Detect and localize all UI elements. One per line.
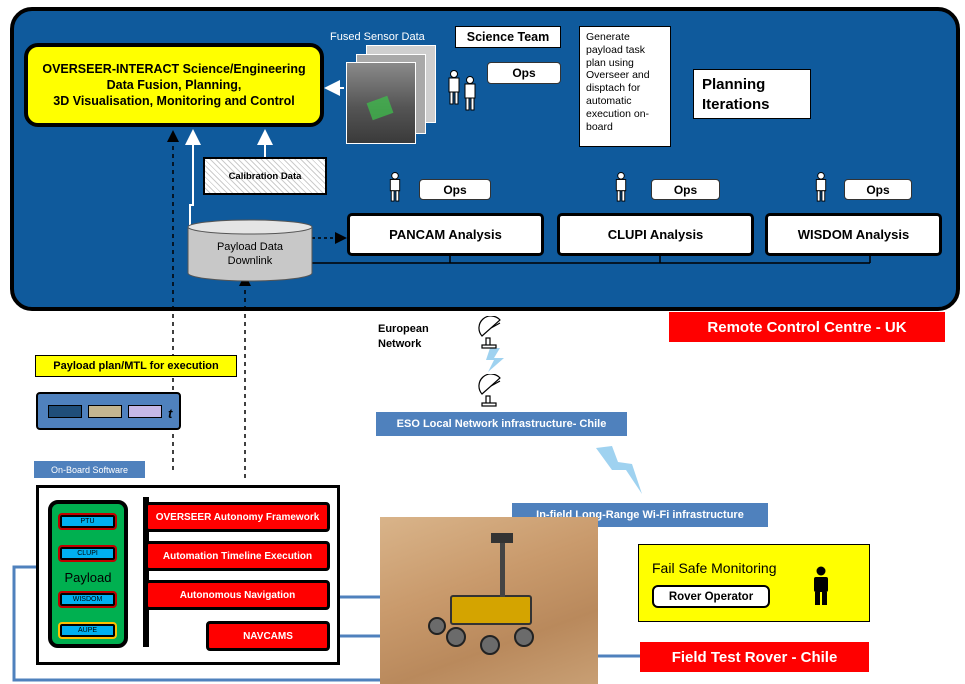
eso-network-box: ESO Local Network infrastructure- Chile: [376, 412, 627, 436]
overseer-line-3: 3D Visualisation, Monitoring and Control: [53, 94, 295, 109]
science-team-box: Science Team: [455, 26, 561, 48]
payload-right-bar: [143, 497, 149, 647]
payload-item-aupe: AUPE: [58, 622, 117, 639]
fail-safe-monitoring-box: [638, 544, 870, 622]
wisdom-analysis-box: WISDOM Analysis: [765, 213, 942, 256]
payload-item-clupi: CLUPI: [58, 545, 117, 562]
overseer-interact-box: OVERSEER-INTERACT Science/Engineering Da…: [24, 43, 324, 127]
clupi-ops-label: Ops: [651, 179, 720, 200]
overseer-line-2: Data Fusion, Planning,: [106, 77, 242, 92]
fused-sensor-label: Fused Sensor Data: [330, 31, 425, 43]
clupi-ops-person-icon: [615, 172, 627, 202]
fail-safe-label: Fail Safe Monitoring: [652, 560, 777, 576]
rover-operator-box: Rover Operator: [652, 585, 770, 608]
payload-label: Payload: [64, 570, 112, 585]
timeline-block-2: [88, 405, 122, 418]
payload-data-downlink-cylinder: [187, 219, 313, 282]
european-satellite-dish-icon: [478, 316, 501, 349]
science-team-person-icon: [448, 70, 476, 111]
european-network-label: European Network: [378, 323, 429, 351]
calibration-data-box: Calibration Data: [203, 157, 327, 195]
pancam-ops-label: Ops: [419, 179, 491, 200]
autonomous-navigation-module: Autonomous Navigation: [145, 580, 330, 610]
clupi-analysis-box: CLUPI Analysis: [557, 213, 754, 256]
onboard-software-label: On-Board Software: [34, 461, 145, 478]
field-test-rover-title: Field Test Rover - Chile: [640, 642, 869, 672]
rover-wheel-3: [514, 627, 534, 647]
rover-wheel-1: [446, 627, 466, 647]
rover-operator-person-icon: [814, 566, 828, 605]
rover-body: [450, 595, 532, 625]
rover-wheel-4: [428, 617, 446, 635]
ops-label-science: Ops: [487, 62, 561, 84]
pancam-ops-person-icon: [389, 172, 401, 202]
rover-camera-head: [491, 533, 513, 543]
timeline-block-1: [48, 405, 82, 418]
overseer-autonomy-module: OVERSEER Autonomy Framework: [145, 502, 330, 532]
remote-control-centre-title: Remote Control Centre - UK: [669, 312, 945, 342]
timeline-block-3: [128, 405, 162, 418]
overseer-line-1: OVERSEER-INTERACT Science/Engineering: [42, 61, 306, 76]
payload-plan-label: Payload plan/MTL for execution: [35, 355, 237, 377]
rover-wheel-2: [480, 635, 500, 655]
generate-plan-note: Generate payload task plan using Oversee…: [579, 26, 671, 147]
rover-field-photo: [380, 517, 598, 684]
timeline-t-label: t: [168, 406, 173, 421]
pancam-analysis-box: PANCAM Analysis: [347, 213, 544, 256]
downlink-label: Payload Data Downlink: [216, 241, 284, 268]
planning-iterations-box: Planning Iterations: [693, 69, 811, 119]
wisdom-ops-person-icon: [815, 172, 827, 202]
navcams-module: NAVCAMS: [206, 621, 330, 651]
payload-plan-timeline: t: [36, 392, 181, 430]
wisdom-ops-label: Ops: [844, 179, 912, 200]
payload-item-ptu: PTU: [58, 513, 117, 530]
eso-satellite-dish-icon: [478, 374, 501, 407]
rover-mast: [500, 539, 505, 597]
payload-item-wisdom: WISDOM: [58, 591, 117, 608]
fused-sensor-overlay: [366, 95, 394, 121]
fused-sensor-image-front: [346, 62, 416, 144]
timeline-execution-module: Automation Timeline Execution: [145, 541, 330, 571]
